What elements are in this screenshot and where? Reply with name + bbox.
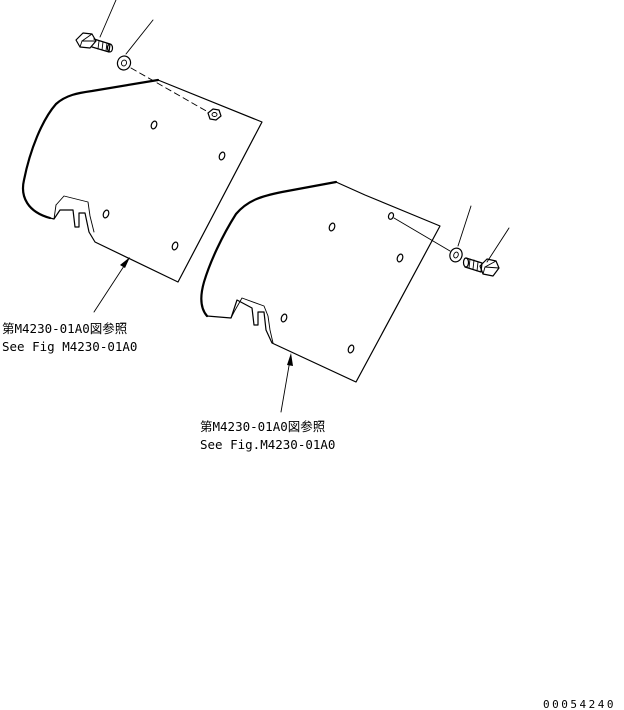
right-bolt-leader bbox=[486, 227, 510, 263]
right-washer bbox=[449, 205, 472, 263]
left-panel-outline-thick bbox=[21, 78, 160, 220]
left-panel-hole bbox=[102, 209, 110, 219]
left-assembly-line bbox=[130, 67, 209, 113]
left-bolt-leader bbox=[99, 0, 117, 38]
right-bolt bbox=[462, 227, 510, 277]
right-washer-leader bbox=[457, 205, 472, 247]
left-panel-tab-inner bbox=[55, 195, 95, 233]
right-callout-arrow bbox=[280, 353, 293, 413]
right-callout-line1: 第M4230-01A0図参照 bbox=[200, 419, 325, 434]
right-panel-hole bbox=[280, 313, 288, 323]
right-callout-line2: See Fig.M4230-01A0 bbox=[200, 437, 335, 452]
left-callout-arrow bbox=[93, 257, 130, 313]
left-panel-tab-edge bbox=[53, 204, 57, 220]
left-panel-hole bbox=[150, 120, 158, 130]
right-panel-outline-thick bbox=[200, 180, 338, 318]
left-washer bbox=[116, 19, 154, 71]
left-bolt bbox=[75, 0, 117, 53]
right-panel-hole bbox=[396, 253, 404, 263]
left-panel-outline bbox=[49, 79, 263, 283]
right-assembly-line bbox=[393, 217, 451, 252]
left-cover-panel bbox=[21, 78, 263, 283]
drawing-number: 00054240 bbox=[543, 698, 616, 710]
right-panel-hole bbox=[328, 222, 336, 232]
left-panel-hole bbox=[218, 151, 226, 161]
left-washer-leader bbox=[125, 19, 154, 55]
right-panel-tab-inner bbox=[233, 297, 274, 344]
right-cover-panel bbox=[200, 180, 441, 383]
right-panel-hole bbox=[387, 212, 395, 220]
left-callout-line1: 第M4230-01A0図参照 bbox=[2, 321, 127, 336]
right-panel-tab-edge bbox=[230, 311, 235, 319]
left-callout-line2: See Fig M4230-01A0 bbox=[2, 339, 137, 354]
right-panel-outline bbox=[206, 181, 441, 383]
left-panel-hole bbox=[171, 241, 179, 251]
left-panel-nut bbox=[207, 108, 222, 121]
right-panel-hole bbox=[347, 344, 355, 354]
